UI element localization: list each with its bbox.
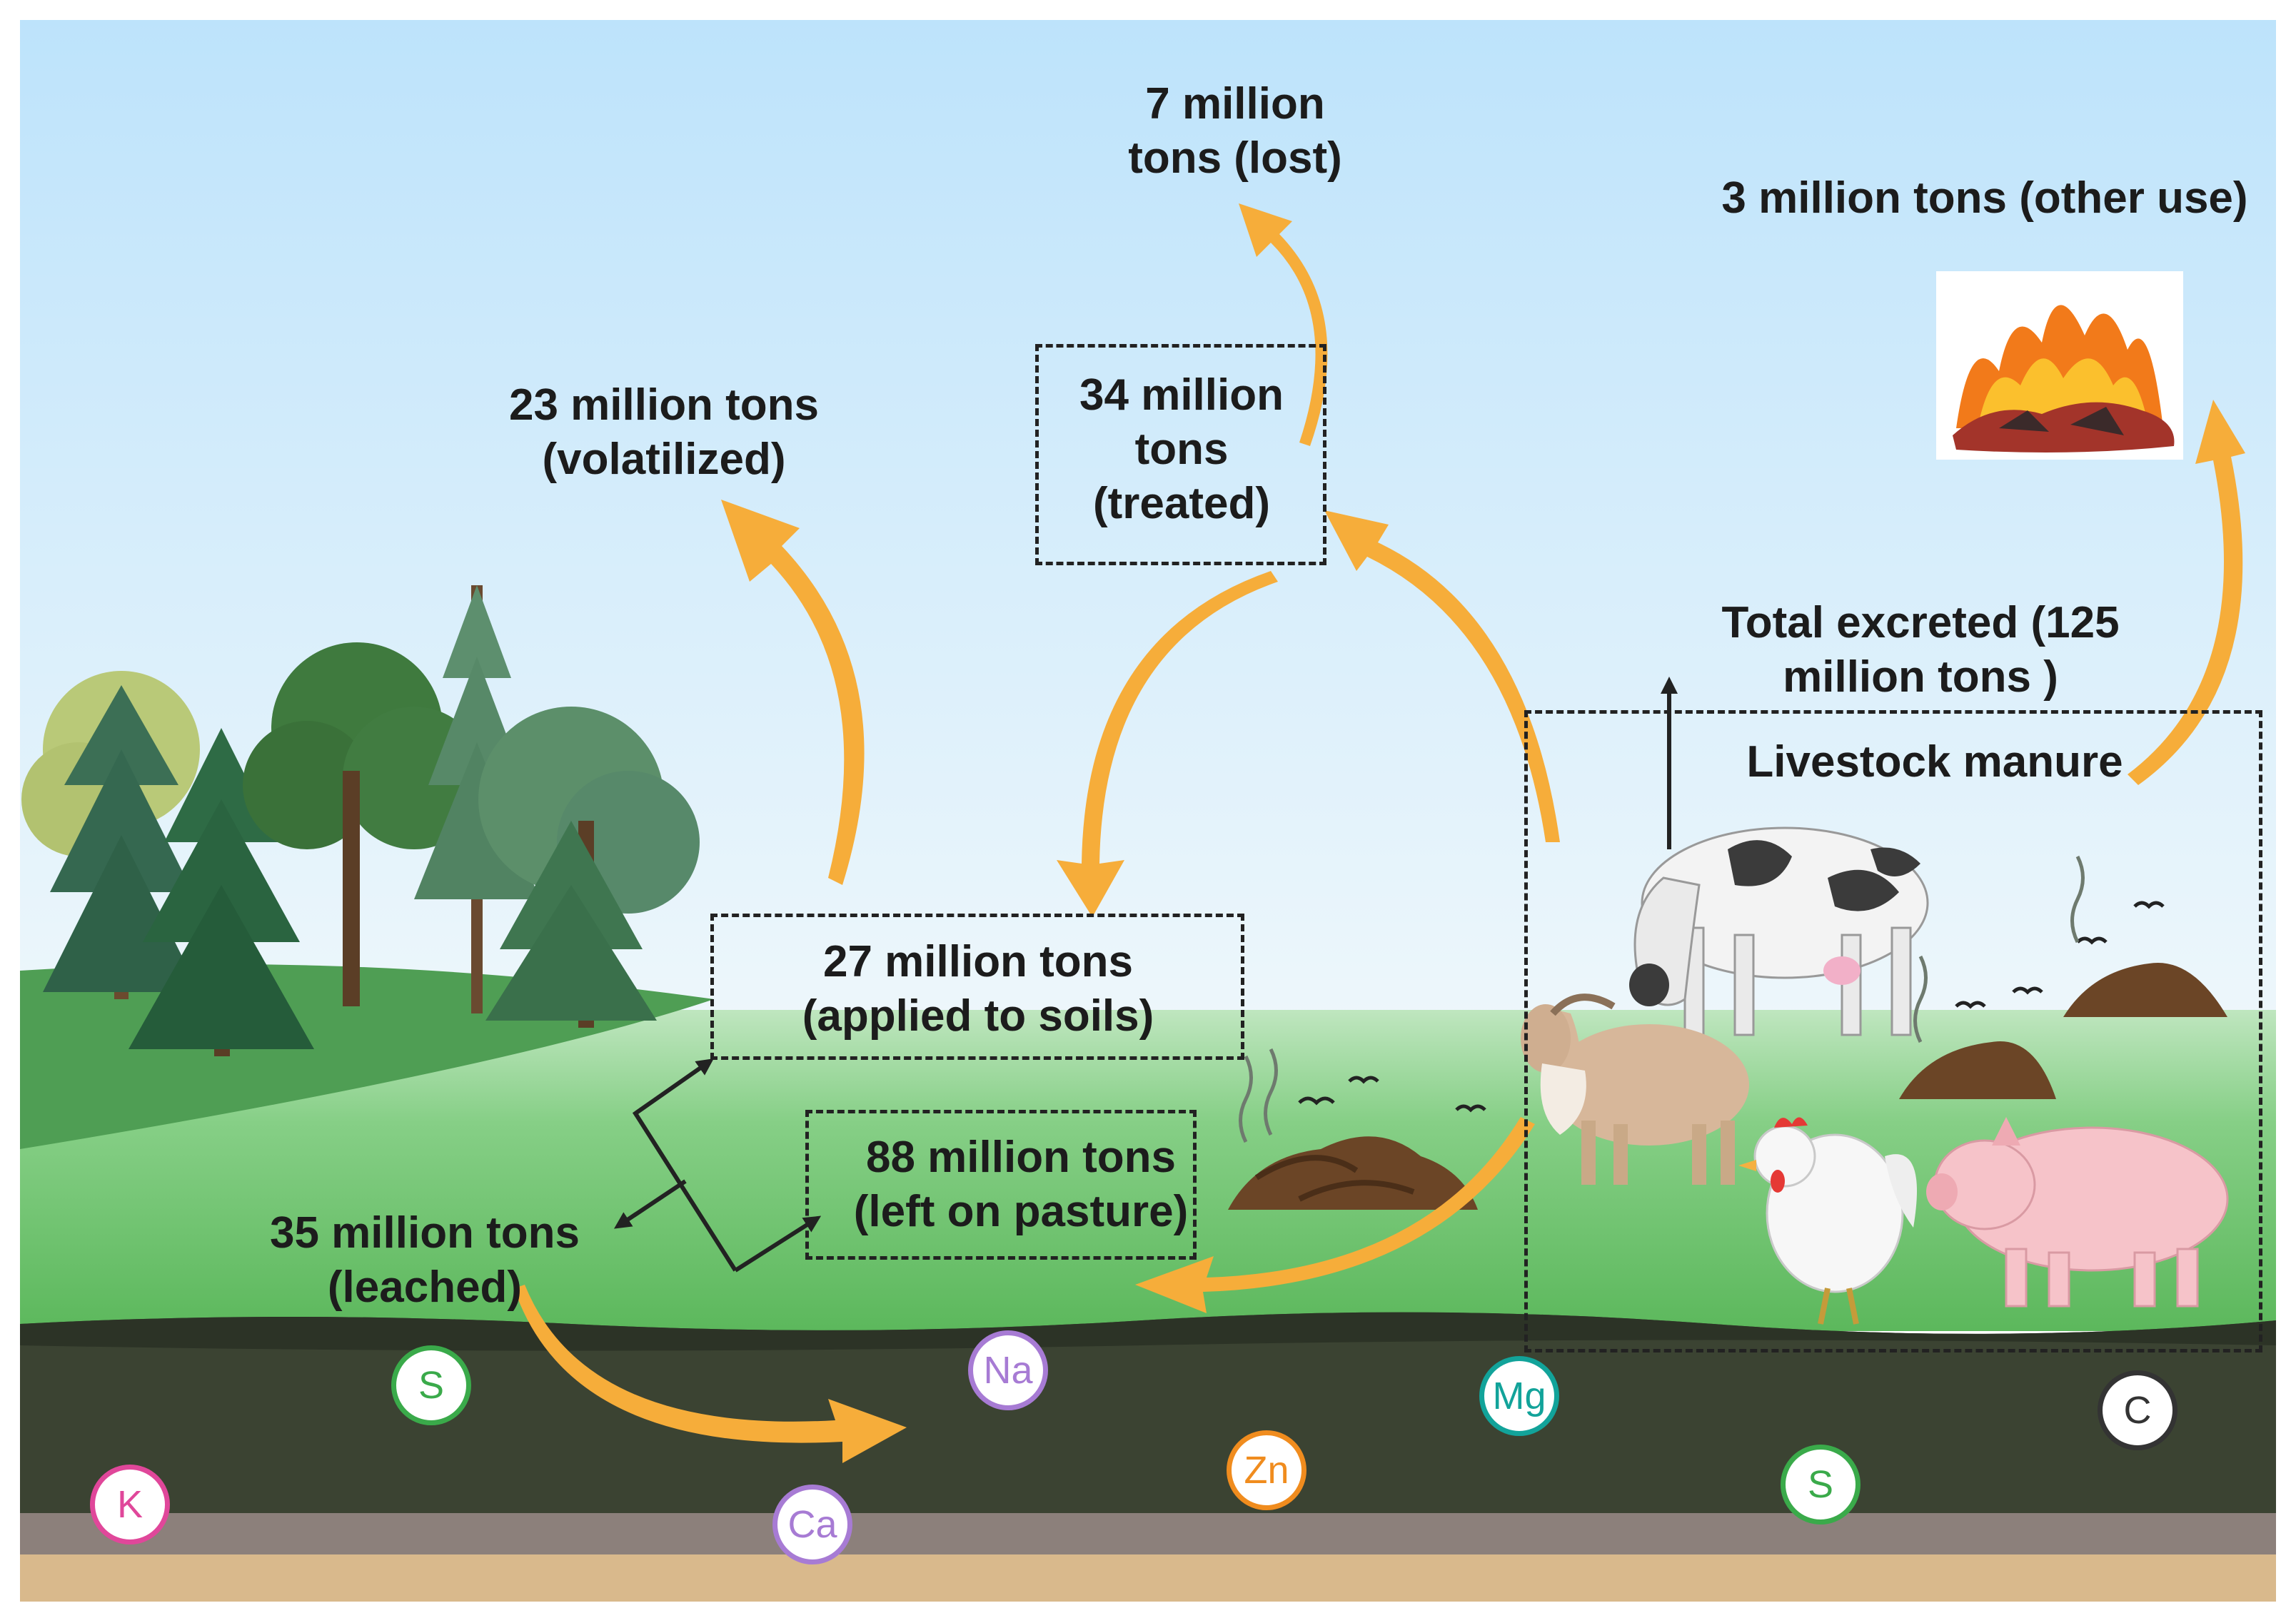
manure-pile-icon <box>1228 962 2227 1210</box>
fire-icon <box>1936 271 2183 460</box>
flow-arrows <box>514 203 2245 1463</box>
bird-icon <box>1298 901 2165 1113</box>
arrow-to-lost <box>1239 203 1328 446</box>
leached-label: 35 million tons (leached) <box>269 1208 580 1312</box>
pasture-label: 88 million tons (left on pasture) <box>853 1133 1189 1236</box>
chicken-icon <box>1738 1117 1917 1325</box>
lost-label: 7 million tons (lost) <box>1128 79 1342 183</box>
arrow-from-treated <box>1057 571 1278 917</box>
element-symbol: S <box>1807 1463 1834 1506</box>
element-symbol: Ca <box>787 1503 837 1546</box>
element-badge-ca: Ca <box>772 1485 852 1564</box>
arrow-to-volatilized <box>721 500 865 885</box>
pasture-box <box>805 1110 1197 1260</box>
other-use-label: 3 million tons (other use) <box>1721 173 2248 223</box>
arrow-to-treated <box>1324 510 1560 842</box>
volatilized-label: 23 million tons (volatilized) <box>508 380 820 484</box>
livestock-manure-label: Livestock manure <box>1746 737 2123 787</box>
element-badge-s2: S <box>1781 1445 1861 1524</box>
element-symbol: C <box>2123 1389 2152 1432</box>
arrow-to-other-use <box>2128 400 2245 785</box>
arrow-to-pasture <box>1135 1117 1535 1313</box>
soil-layer <box>20 1312 2276 1520</box>
element-symbol: Zn <box>1244 1449 1289 1492</box>
arrow-leached <box>514 1285 907 1463</box>
applied-label: 27 million tons (applied to soils) <box>802 937 1154 1041</box>
treated-box <box>1035 344 1326 565</box>
forest-icon <box>21 585 700 1056</box>
element-badge-s: S <box>391 1345 471 1425</box>
goat-icon <box>1521 993 1749 1185</box>
rock-layer <box>20 1513 2276 1556</box>
sand-layer <box>20 1554 2276 1602</box>
soil-top-band <box>20 1312 2276 1351</box>
element-badge-mg: Mg <box>1479 1356 1559 1436</box>
applied-box <box>710 914 1244 1060</box>
pig-icon <box>1926 1117 2229 1308</box>
element-badge-na: Na <box>968 1330 1048 1410</box>
livestock-box <box>1524 710 2262 1352</box>
total-excreted-label: Total excreted (125 million tons ) <box>1721 598 2120 702</box>
element-badge-k: K <box>90 1465 170 1544</box>
element-symbol: Na <box>983 1349 1033 1392</box>
treated-label: 34 million tons (treated) <box>1079 370 1284 528</box>
element-symbol: Mg <box>1492 1375 1546 1417</box>
element-symbol: K <box>116 1483 144 1526</box>
steam-icon <box>1239 855 2085 1143</box>
element-symbol: S <box>418 1364 445 1407</box>
element-badge-zn: Zn <box>1227 1430 1306 1510</box>
cow-icon <box>1629 826 1929 1036</box>
element-badge-c: C <box>2098 1370 2177 1450</box>
